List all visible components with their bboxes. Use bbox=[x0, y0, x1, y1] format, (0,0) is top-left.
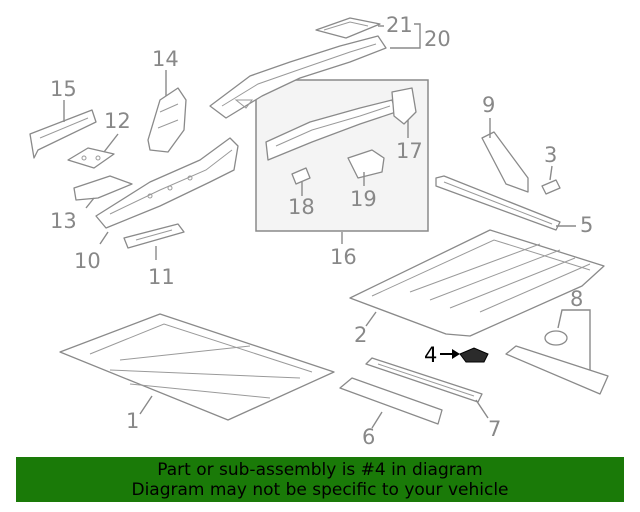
callout-15[interactable]: 15 bbox=[50, 77, 77, 101]
callout-14[interactable]: 14 bbox=[152, 47, 179, 71]
part-5[interactable] bbox=[435, 175, 561, 231]
callout-13[interactable]: 13 bbox=[50, 209, 77, 233]
callout-17[interactable]: 17 bbox=[396, 139, 423, 163]
part-8[interactable] bbox=[505, 330, 609, 395]
callout-21[interactable]: 21 bbox=[386, 13, 413, 37]
part-1[interactable] bbox=[59, 313, 335, 421]
callout-5[interactable]: 5 bbox=[580, 213, 593, 237]
leader-20 bbox=[390, 23, 421, 49]
leader-10 bbox=[99, 231, 109, 245]
part-18[interactable] bbox=[291, 167, 311, 185]
leader-6 bbox=[371, 411, 383, 429]
callout-20[interactable]: 20 bbox=[424, 27, 451, 51]
part-13[interactable] bbox=[73, 175, 133, 201]
parts-diagram: 21 20 15 12 13 14 10 11 17 18 19 16 9 3 … bbox=[29, 13, 609, 449]
part-6[interactable] bbox=[339, 377, 443, 425]
leader-2 bbox=[365, 311, 377, 327]
leader-3 bbox=[549, 165, 553, 181]
part-15[interactable] bbox=[29, 109, 97, 159]
part-7[interactable] bbox=[365, 357, 483, 403]
leader-13 bbox=[85, 197, 95, 209]
callout-3[interactable]: 3 bbox=[544, 143, 557, 167]
part-3[interactable] bbox=[541, 179, 561, 195]
callout-12[interactable]: 12 bbox=[104, 109, 131, 133]
callout-6[interactable]: 6 bbox=[362, 425, 375, 449]
callout-2[interactable]: 2 bbox=[354, 323, 367, 347]
callout-10[interactable]: 10 bbox=[74, 249, 101, 273]
callout-4[interactable]: 4 bbox=[424, 343, 437, 367]
callout-9[interactable]: 9 bbox=[482, 93, 495, 117]
callout-18[interactable]: 18 bbox=[288, 195, 315, 219]
leader-7 bbox=[475, 399, 489, 419]
leader-1 bbox=[139, 395, 153, 415]
callout-19[interactable]: 19 bbox=[350, 187, 377, 211]
leader-4-arrowhead bbox=[452, 349, 460, 359]
callout-8[interactable]: 8 bbox=[570, 287, 583, 311]
part-14[interactable] bbox=[147, 87, 187, 153]
part-11[interactable] bbox=[123, 223, 185, 249]
part-2[interactable] bbox=[349, 229, 605, 337]
part-20[interactable] bbox=[209, 35, 387, 119]
part-21[interactable] bbox=[315, 17, 381, 39]
banner-line-1: Part or sub-assembly is #4 in diagram bbox=[157, 460, 483, 480]
leader-12 bbox=[103, 133, 119, 153]
part-12[interactable] bbox=[67, 147, 115, 169]
part-4[interactable] bbox=[459, 347, 489, 363]
part-19[interactable] bbox=[347, 149, 385, 179]
part-17[interactable] bbox=[391, 87, 417, 125]
part-10[interactable] bbox=[95, 137, 239, 229]
leader-8 bbox=[557, 309, 591, 370]
info-banner: Part or sub-assembly is #4 in diagram Di… bbox=[16, 457, 624, 502]
callout-11[interactable]: 11 bbox=[148, 265, 175, 289]
callout-1[interactable]: 1 bbox=[126, 409, 139, 433]
part-9[interactable] bbox=[481, 131, 529, 193]
callout-7[interactable]: 7 bbox=[488, 417, 501, 441]
callout-16[interactable]: 16 bbox=[330, 245, 357, 269]
banner-line-2: Diagram may not be specific to your vehi… bbox=[131, 480, 509, 500]
